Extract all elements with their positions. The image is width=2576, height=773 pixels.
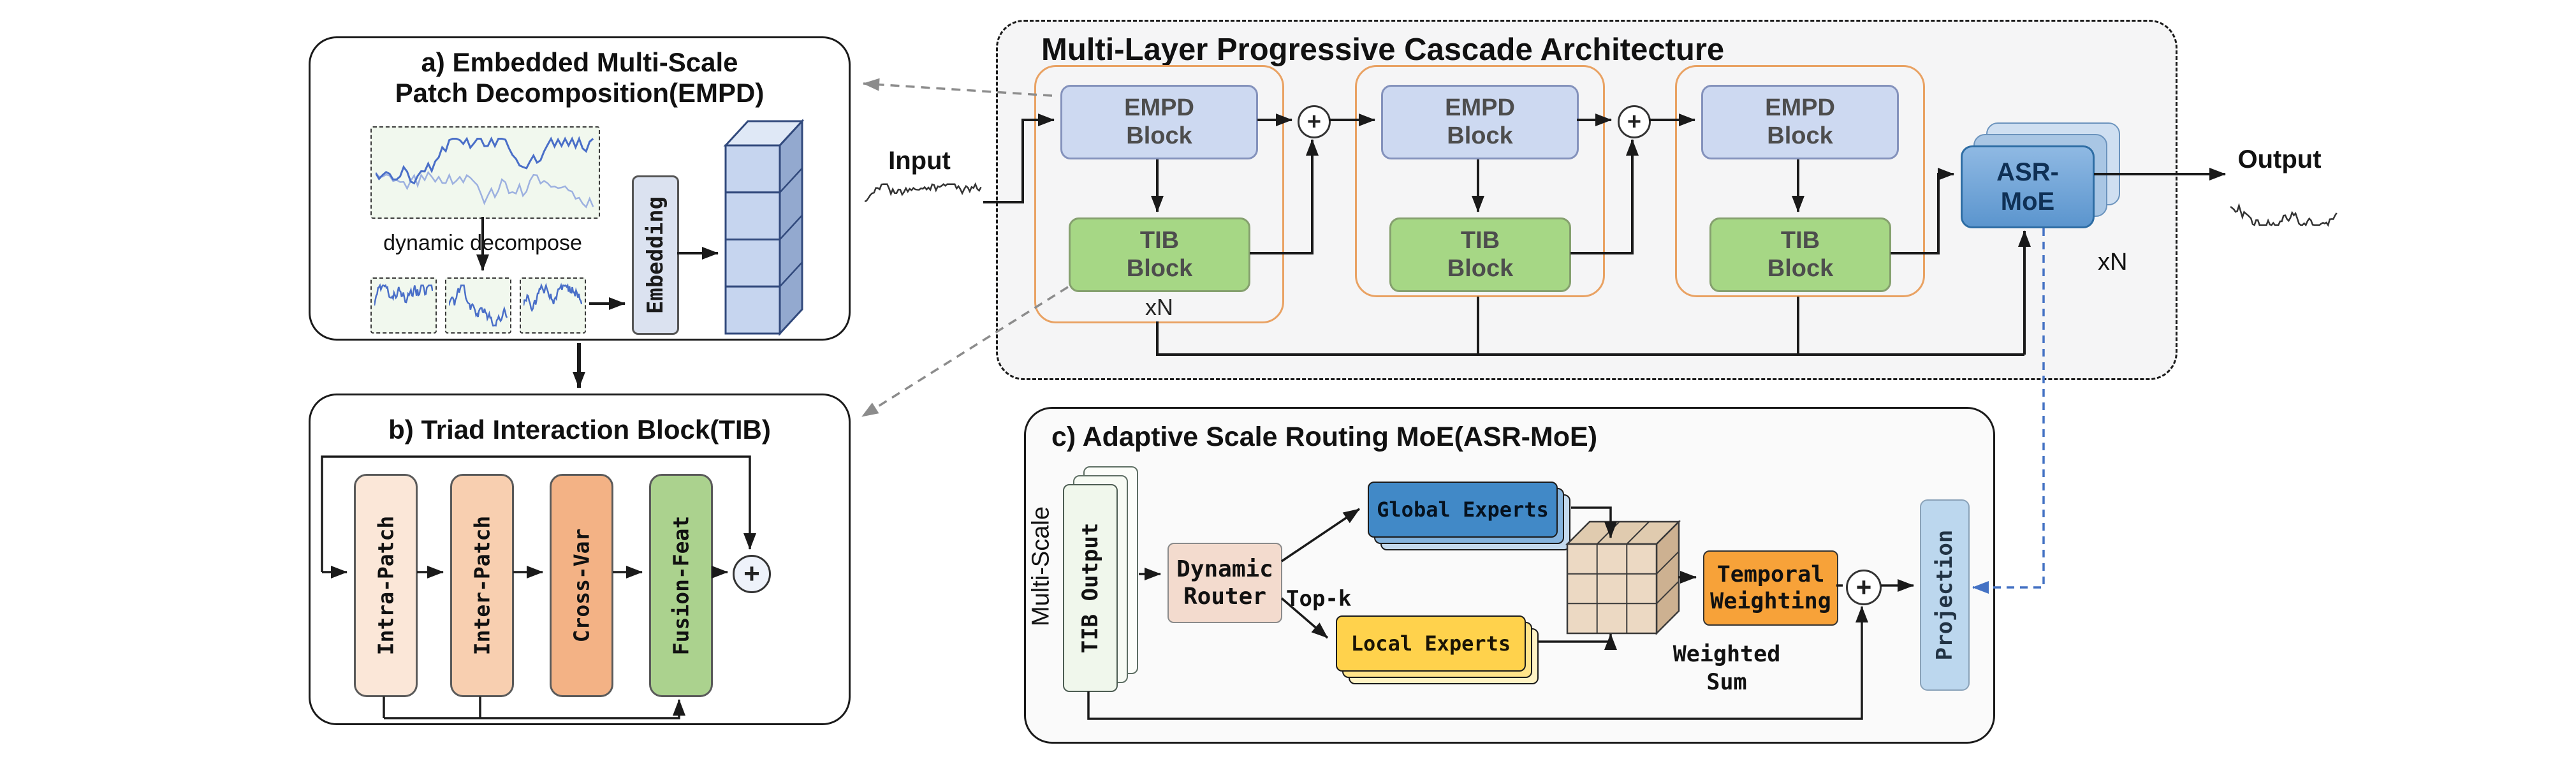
inter-patch-label: Inter-Patch <box>469 515 495 656</box>
global-experts-card: Global Experts <box>1368 482 1558 538</box>
input-sparkline <box>865 181 982 222</box>
patch-box-3 <box>520 277 586 334</box>
asr-moe-label-line1: ASR- <box>1996 158 2059 186</box>
tib-block-2: TIB Block <box>1389 217 1571 292</box>
input-label: Input <box>888 147 951 175</box>
panel-a-empd: a) Embedded Multi-Scale Patch Decomposit… <box>309 36 851 341</box>
output-sparkline <box>2230 185 2338 228</box>
temporal-weighting-label: Temporal Weighting <box>1710 562 1831 614</box>
cascade-panel: Multi-Layer Progressive Cascade Architec… <box>996 20 2177 380</box>
panel-a-title-line2: Patch Decomposition(EMPD) <box>395 78 765 108</box>
tib-block-3-label: TIB Block <box>1767 226 1834 282</box>
empd-block-3-label: EMPD Block <box>1765 94 1835 149</box>
weighted-sum-label: Weighted Sum <box>1672 642 1781 695</box>
empd-block-1-label: EMPD Block <box>1124 94 1194 149</box>
multiscale-label-wrap: Multi-Scale <box>1027 484 1055 649</box>
sum-node-2: + <box>1618 105 1651 138</box>
empd-block-1: EMPD Block <box>1060 85 1258 159</box>
multiscale-label: Multi-Scale <box>1027 506 1055 626</box>
patch-sparkline-2 <box>449 282 508 329</box>
embedding-tensor-3d <box>723 119 805 336</box>
panel-a-title-line1: a) Embedded Multi-Scale <box>421 47 738 77</box>
fusion-feat-block: Fusion-Feat <box>649 474 713 697</box>
projection-label: Projection <box>1932 529 1958 661</box>
empd-block-2-label: EMPD Block <box>1445 94 1515 149</box>
panel-b-title: b) Triad Interaction Block(TIB) <box>388 415 771 445</box>
tib-block-1-label: TIB Block <box>1126 226 1193 282</box>
sum-node-asr: + <box>1846 570 1882 605</box>
tib-block-3: TIB Block <box>1709 217 1891 292</box>
embedding-label: Embedding <box>643 196 668 314</box>
panel-c-title: c) Adaptive Scale Routing MoE(ASR-MoE) <box>1051 422 1598 452</box>
empd-block-2: EMPD Block <box>1381 85 1579 159</box>
fusion-feat-label: Fusion-Feat <box>668 515 694 656</box>
intra-patch-label: Intra-Patch <box>373 515 399 656</box>
topk-label: Top-k <box>1286 586 1352 612</box>
tib-block-1: TIB Block <box>1069 217 1250 292</box>
patch-box-2 <box>445 277 511 334</box>
stage-repeat-label: xN <box>1145 294 1173 320</box>
patch-sparkline-3 <box>523 282 582 329</box>
raw-series-sparkline <box>376 133 595 213</box>
tib-output-label: TIB Output <box>1078 522 1103 654</box>
cross-var-block: Cross-Var <box>550 474 613 697</box>
projection-box: Projection <box>1920 499 1970 691</box>
intra-patch-block: Intra-Patch <box>354 474 418 697</box>
local-experts-card: Local Experts <box>1336 615 1526 672</box>
tib-output-stack: TIB Output <box>1058 464 1173 693</box>
tib-block-2-label: TIB Block <box>1447 226 1514 282</box>
asr-moe-label-line2: MoE <box>2000 188 2055 216</box>
global-experts-stack: Global Experts <box>1355 478 1572 561</box>
sum-node-1: + <box>1298 105 1331 138</box>
dynamic-router-box: Dynamic Router <box>1167 543 1282 623</box>
asr-moe-stack: ASR- MoE <box>1961 122 2120 250</box>
local-experts-stack: Local Experts <box>1323 612 1540 695</box>
raw-series-box <box>370 126 600 219</box>
cross-var-label: Cross-Var <box>569 528 594 643</box>
dynamic-decompose-label: dynamic decompose <box>383 231 582 255</box>
empd-block-3: EMPD Block <box>1701 85 1899 159</box>
inter-patch-block: Inter-Patch <box>450 474 514 697</box>
patch-box-1 <box>370 277 437 334</box>
raw-series-sparkline-bg <box>376 133 595 213</box>
asr-repeat-label: xN <box>2098 249 2128 276</box>
patch-sparkline-1 <box>374 282 433 329</box>
cascade-title: Multi-Layer Progressive Cascade Architec… <box>1041 33 1725 67</box>
dynamic-router-label: Dynamic Router <box>1176 556 1273 610</box>
local-experts-label: Local Experts <box>1350 631 1511 656</box>
panel-c-asrmoe: c) Adaptive Scale Routing MoE(ASR-MoE) M… <box>1024 407 1995 744</box>
sum-node-tib: + <box>733 555 771 593</box>
output-label: Output <box>2237 145 2322 173</box>
embedding-box: Embedding <box>632 175 679 335</box>
panel-b-tib: b) Triad Interaction Block(TIB) Intra-Pa… <box>309 394 851 725</box>
asr-moe-card: ASR- MoE <box>1961 145 2095 228</box>
global-experts-label: Global Experts <box>1377 497 1549 522</box>
temporal-weighting-box: Temporal Weighting <box>1703 550 1838 626</box>
tib-output-card: TIB Output <box>1063 484 1118 692</box>
weighted-sum-cube <box>1565 519 1681 636</box>
